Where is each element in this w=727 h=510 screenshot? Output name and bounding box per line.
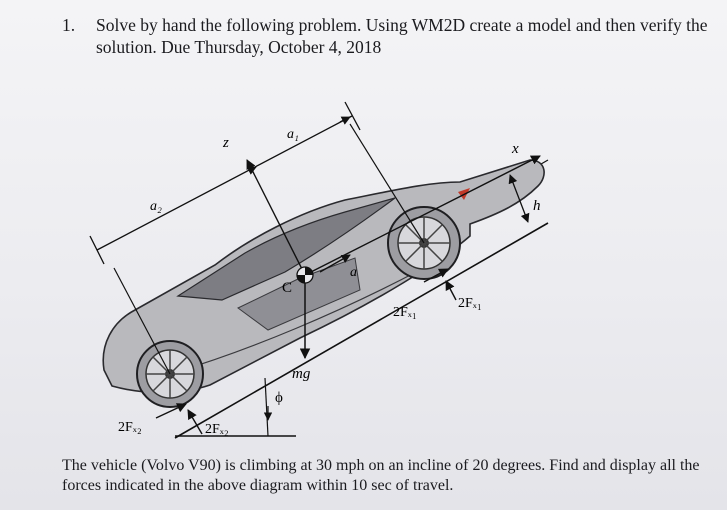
dimension-tick-front (344, 101, 361, 131)
rear-axle-projection (113, 267, 171, 375)
front-normal-label: 2Fₓ₁ (458, 296, 482, 311)
center-of-gravity (296, 266, 314, 284)
acceleration-arrow (319, 254, 351, 273)
z-axis-label: z (222, 135, 229, 151)
front-axle-projection (349, 123, 425, 244)
incline-line-lower (174, 222, 549, 439)
rear-normal-arrow (187, 409, 203, 435)
angle-reference-line (264, 377, 269, 437)
car-window (176, 197, 396, 301)
acceleration-label: a (350, 265, 357, 280)
cg-label: C (282, 280, 292, 296)
car-rocker-line (175, 269, 421, 373)
dimension-label-a1: a₁ (287, 127, 299, 142)
front-traction-label: 2Fₓ₁ (393, 305, 417, 320)
weight-label: mg (292, 366, 311, 382)
dimension-label-a2: a₂ (150, 199, 162, 214)
problem-number: 1. (62, 15, 76, 35)
dimension-arrow-cg (246, 166, 257, 175)
height-dimension (508, 174, 530, 223)
angle-label: ϕ (275, 390, 283, 406)
height-label: h (533, 198, 541, 214)
rear-traction-label: 2Fₓ₂ (118, 420, 142, 435)
dimension-line (96, 115, 353, 251)
dimension-arrow-front (339, 116, 351, 125)
rear-traction-arrow (155, 403, 187, 419)
problem-footer: The vehicle (Volvo V90) is climbing at 3… (62, 457, 700, 494)
car-door-shadow (237, 257, 361, 331)
front-normal-arrow (445, 280, 457, 301)
front-traction-arrow (423, 268, 449, 283)
dimension-tick-rear (89, 235, 105, 265)
x-axis-label: x (511, 141, 519, 157)
rear-normal-label: 2Fₓ₂ (205, 422, 229, 437)
z-axis (246, 159, 306, 276)
problem-statement: Solve by hand the following problem. Usi… (96, 15, 708, 57)
